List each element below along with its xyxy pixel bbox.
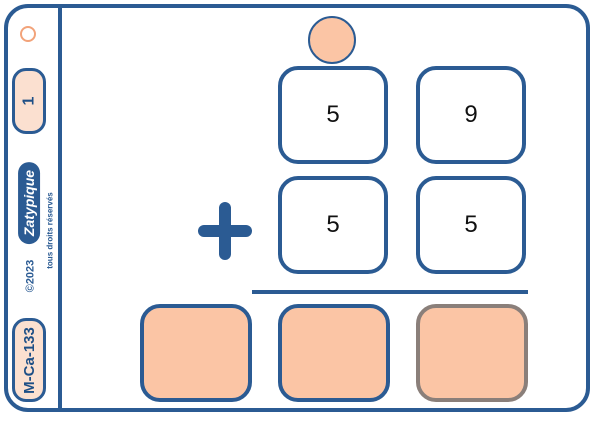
- answer-box-units[interactable]: [416, 304, 528, 402]
- exercise-code-badge: M-Ca-133: [12, 318, 46, 402]
- logo-text: Zatypique: [18, 161, 40, 245]
- page-number: 1: [20, 96, 37, 106]
- sidebar-divider: [58, 6, 62, 410]
- digit-box-row2-tens: 5: [278, 176, 388, 274]
- copyright-notice: ©2023: [18, 250, 42, 302]
- copyright-text: ©2023: [24, 259, 37, 293]
- sum-line: [252, 290, 528, 294]
- plus-operator-icon: [198, 200, 258, 262]
- digit-box-row2-units: 5: [416, 176, 526, 274]
- digit-box-row1-units: 9: [416, 66, 526, 164]
- rights-notice: tous droits réservés: [44, 188, 56, 272]
- carry-circle[interactable]: [308, 16, 356, 64]
- brand-logo: Zatypique: [14, 160, 44, 246]
- corner-circle-icon: [20, 26, 36, 42]
- answer-box-hundreds[interactable]: [140, 304, 252, 402]
- page-number-badge: 1: [12, 68, 46, 134]
- rights-text: tous droits réservés: [45, 191, 55, 269]
- answer-box-tens[interactable]: [278, 304, 390, 402]
- exercise-code: M-Ca-133: [20, 326, 38, 394]
- digit-box-row1-tens: 5: [278, 66, 388, 164]
